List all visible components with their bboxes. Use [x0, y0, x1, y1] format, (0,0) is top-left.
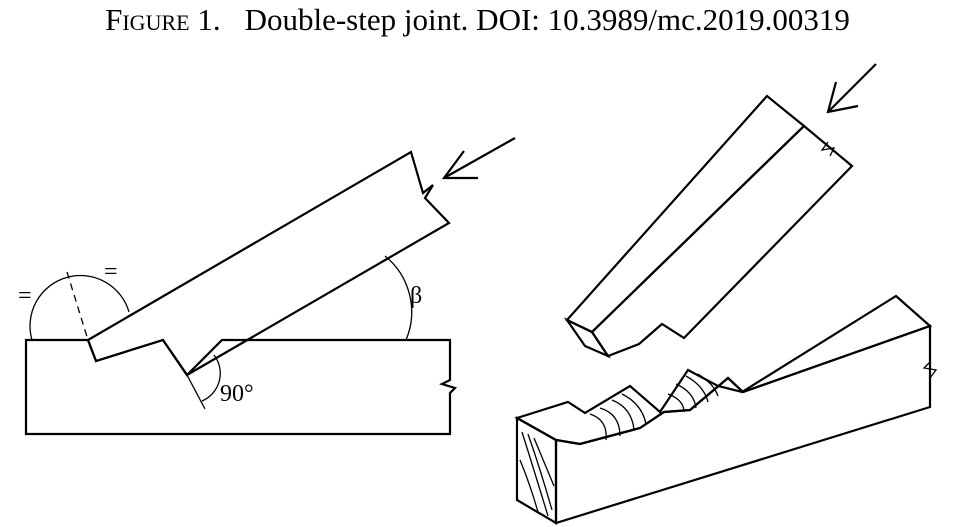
notch-grain-second: [667, 373, 719, 413]
bisector-arc: [29, 274, 130, 341]
section-view: β 90° = =: [18, 137, 516, 436]
rafter-side-face: [590, 124, 854, 358]
end-grain-rings: [519, 431, 555, 517]
rafter-section: [86, 150, 451, 377]
caption-text: Double-step joint. DOI: 10.3989/mc.2019.…: [244, 2, 850, 37]
beta-angle-arc: [384, 255, 413, 341]
equal-mark-top: =: [104, 259, 118, 285]
load-arrow-right: [826, 63, 877, 114]
beam-end-face: [515, 416, 558, 525]
rafter-3d: [563, 94, 854, 359]
equal-mark-left: =: [18, 283, 32, 309]
right-angle-arc: [201, 354, 221, 402]
figure-caption: Figure 1. Double-step joint. DOI: 10.3989…: [0, 0, 955, 44]
beam-top-face: [514, 294, 933, 446]
caption-label: Figure 1.: [105, 2, 221, 37]
isometric-view: [514, 63, 938, 525]
bisector-dashed-line: [66, 271, 89, 341]
perpendicular-line: [186, 374, 206, 410]
rafter-top-face: [565, 94, 806, 334]
rafter-tip: [563, 317, 611, 359]
beam-break-mark: [922, 361, 938, 379]
notch-grain-first: [589, 393, 647, 441]
load-arrow-left: [441, 137, 516, 180]
right-angle-label: 90°: [220, 381, 254, 407]
tie-beam-3d: [514, 294, 938, 525]
rafter-break-mark: [820, 141, 836, 157]
beta-label: β: [410, 283, 422, 309]
